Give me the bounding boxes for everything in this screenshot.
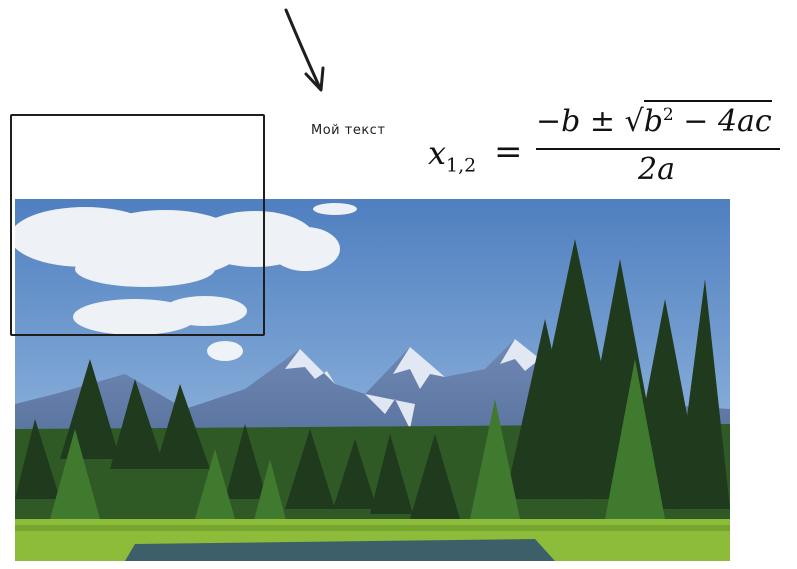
landscape-image[interactable] [15, 199, 730, 561]
math-formula[interactable]: x1,2 = −b ± √b2 − 4ac 2a [428, 100, 788, 188]
formula-equals: = [494, 132, 523, 172]
formula-fraction-bar [536, 148, 780, 150]
text-element[interactable]: Мой текст [311, 123, 386, 138]
arrow-shape[interactable] [276, 4, 336, 100]
formula-lhs: x1,2 [428, 134, 477, 177]
formula-numerator: −b ± √b2 − 4ac [536, 100, 772, 139]
formula-denominator: 2a [638, 152, 675, 187]
rectangle-shape[interactable] [10, 114, 265, 336]
